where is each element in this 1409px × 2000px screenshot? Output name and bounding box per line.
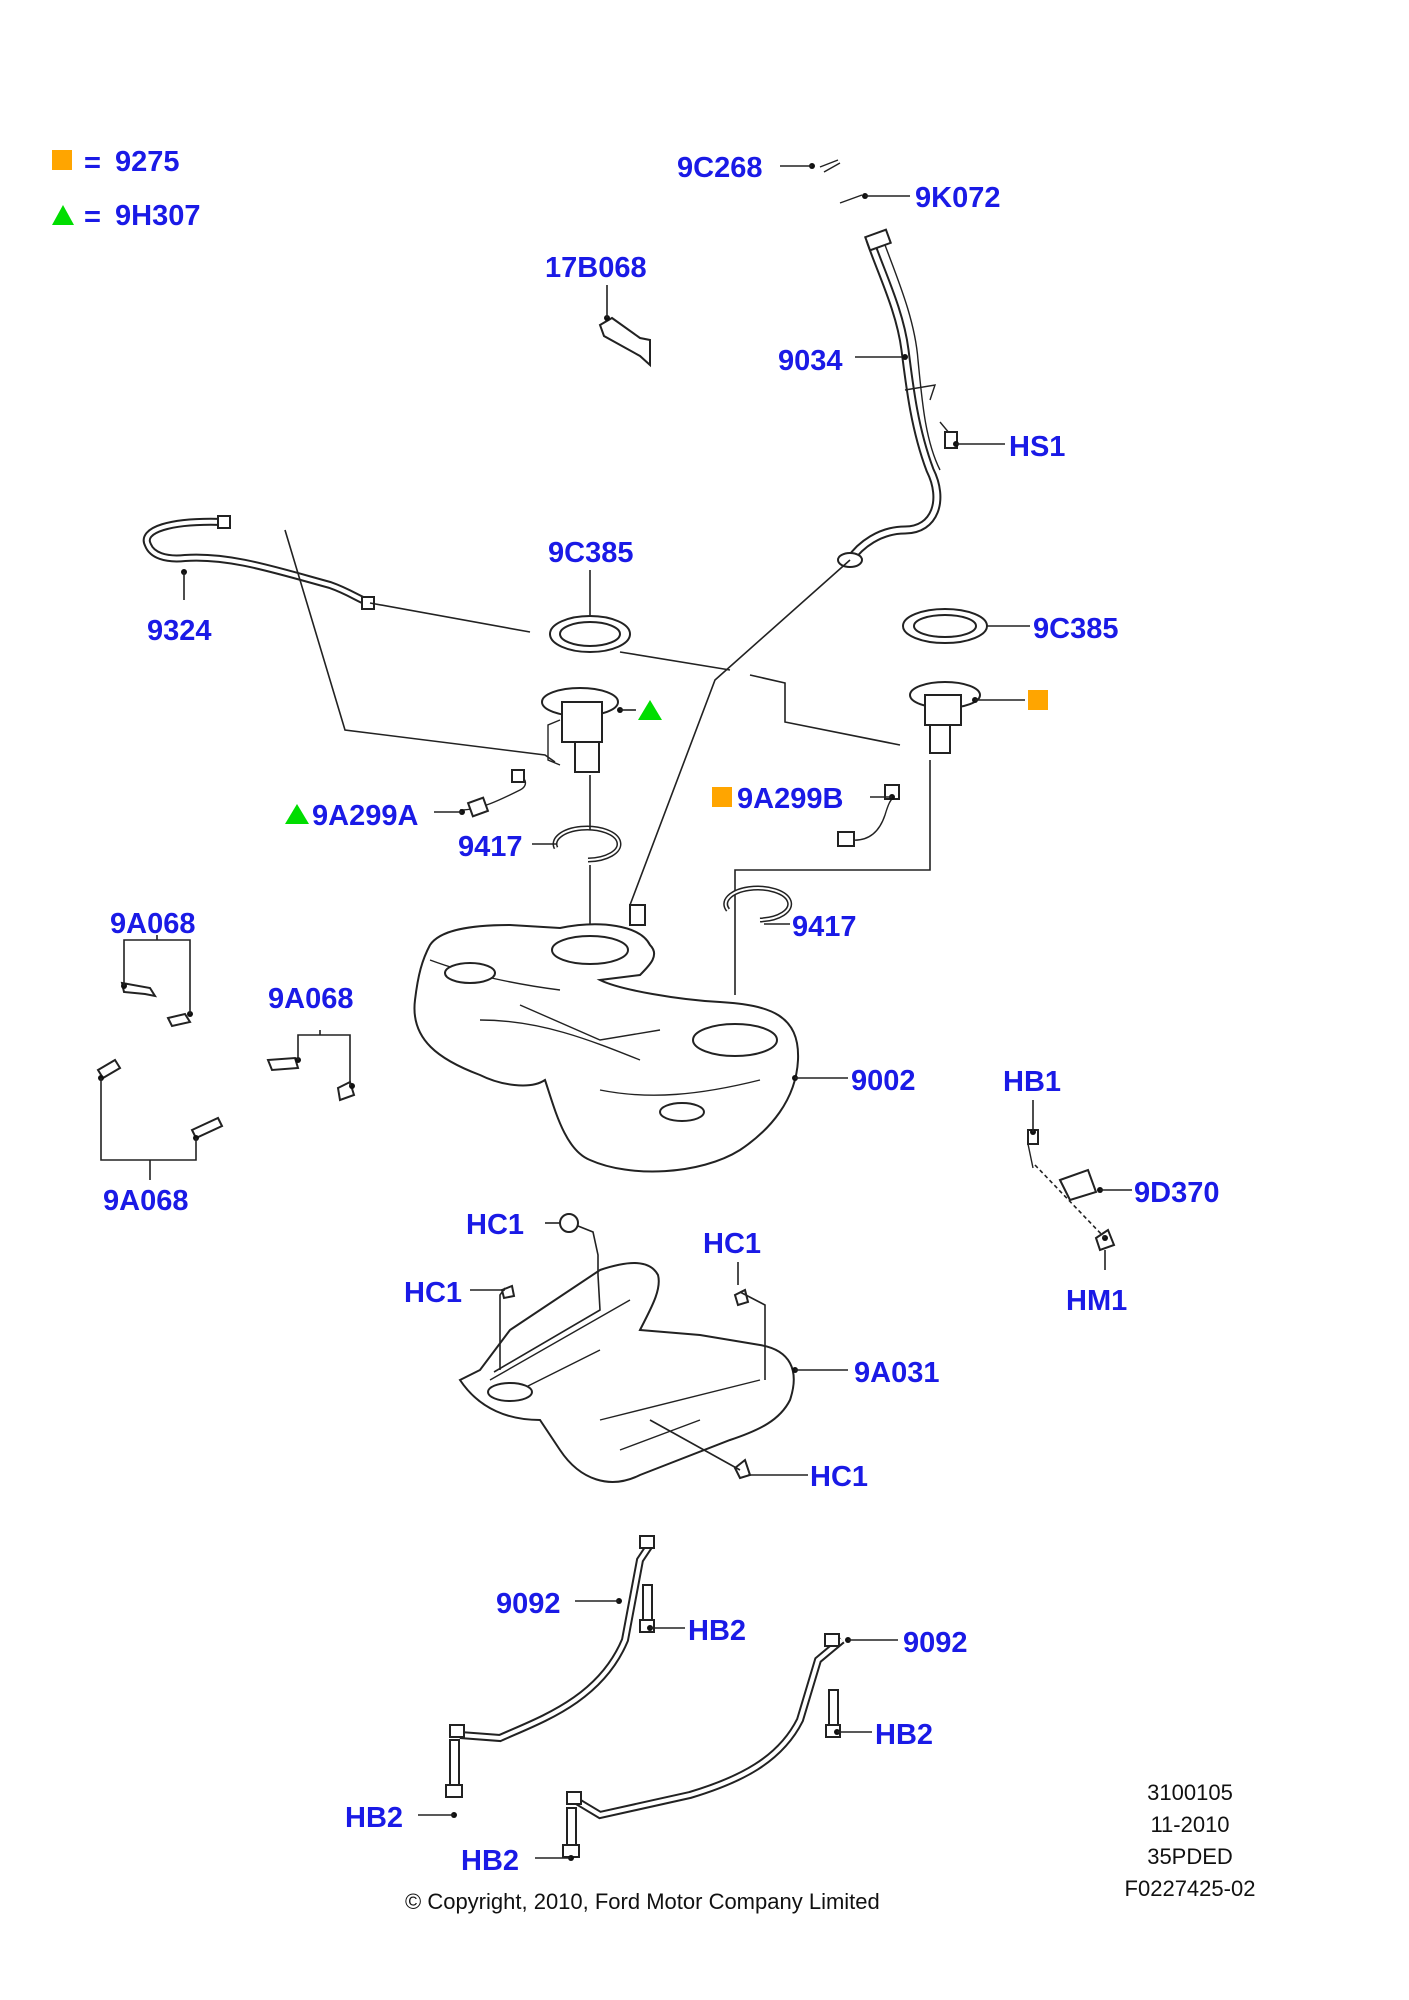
sender-9A299B-part [837, 784, 900, 847]
triangle-marker-9A299A-icon [285, 804, 309, 824]
legend-triangle-equals: = [84, 201, 101, 233]
callout-9C268[interactable]: 9C268 [677, 152, 762, 184]
fuel-pump-right-part [909, 681, 981, 754]
callout-9092-right[interactable]: 9092 [903, 1627, 968, 1659]
ref-date: 11-2010 [1150, 1812, 1229, 1837]
cap-9C268-part [809, 159, 841, 173]
bolt-HB2-a-part [639, 1584, 655, 1633]
fuel-tank-9002-part [413, 904, 800, 1173]
legend-triangle-code: 9H307 [115, 200, 200, 232]
callout-9C385-left[interactable]: 9C385 [548, 537, 633, 569]
fuel-pump-left-part [541, 687, 623, 773]
callout-HB2-d[interactable]: HB2 [461, 1845, 519, 1877]
callout-9324[interactable]: 9324 [147, 615, 212, 647]
clips-9A068-c-part [96, 1058, 224, 1141]
callout-HM1[interactable]: HM1 [1066, 1285, 1127, 1317]
callout-9A068-c[interactable]: 9A068 [103, 1185, 188, 1217]
legend-square-code: 9275 [115, 146, 180, 178]
bracket-17B068-part [598, 315, 651, 368]
sender-9A299A-part [459, 769, 527, 818]
callout-HB2-b[interactable]: HB2 [875, 1719, 933, 1751]
strap-9092-right-part [566, 1633, 851, 1820]
legend-square-equals: = [84, 147, 101, 179]
callout-HC1-c[interactable]: HC1 [703, 1228, 761, 1260]
square-marker-9A299B-icon [712, 787, 732, 807]
clips-9A068-a-part [120, 981, 193, 1028]
bolt-HB2-d-part [562, 1807, 580, 1861]
bracket-fasteners-part [1027, 1129, 1116, 1252]
ref-number: 3100105 [1147, 1780, 1233, 1805]
callout-9A299B[interactable]: 9A299B [737, 783, 843, 815]
square-marker-pump-icon [1028, 690, 1048, 710]
callout-9034[interactable]: 9034 [778, 345, 843, 377]
triangle-marker-icon [52, 205, 74, 225]
square-marker-icon [52, 150, 72, 170]
tether-9K072-part [839, 193, 868, 204]
strap-9092-left-part [449, 1535, 655, 1743]
callout-9D370[interactable]: 9D370 [1134, 1177, 1219, 1209]
callout-9A299A[interactable]: 9A299A [312, 800, 418, 832]
callout-9K072[interactable]: 9K072 [915, 182, 1000, 214]
callout-HB2-a[interactable]: HB2 [688, 1615, 746, 1647]
triangle-marker-pump-icon [638, 700, 662, 720]
callout-9A068-b[interactable]: 9A068 [268, 983, 353, 1015]
callout-9092-left[interactable]: 9092 [496, 1588, 561, 1620]
callout-9002[interactable]: 9002 [851, 1065, 916, 1097]
bolt-HB2-b-part [825, 1689, 841, 1738]
hose-9324-drawing [142, 515, 375, 610]
seal-9C385-left-part [549, 615, 631, 653]
callout-9417-right[interactable]: 9417 [792, 911, 857, 943]
bolt-HB2-c-part [445, 1739, 463, 1818]
callout-HB1[interactable]: HB1 [1003, 1066, 1061, 1098]
leader-hose-to-pump [284, 529, 556, 763]
ref-code: 35PDED [1147, 1844, 1233, 1869]
callout-HC1-b[interactable]: HC1 [404, 1277, 462, 1309]
copyright-text: © Copyright, 2010, Ford Motor Company Li… [405, 1889, 880, 1914]
clips-9A068-b-part [266, 1056, 356, 1102]
ring-9417-left-part [552, 825, 622, 863]
ref-figure: F0227425-02 [1125, 1876, 1256, 1901]
callout-9C385-right[interactable]: 9C385 [1033, 613, 1118, 645]
callout-HS1[interactable]: HS1 [1009, 431, 1065, 463]
callout-HC1-a[interactable]: HC1 [466, 1209, 524, 1241]
callout-17B068[interactable]: 17B068 [545, 252, 647, 284]
callout-HB2-c[interactable]: HB2 [345, 1802, 403, 1834]
callout-HC1-d[interactable]: HC1 [810, 1461, 868, 1493]
filler-pipe-drawing [837, 228, 942, 568]
callout-9A031[interactable]: 9A031 [854, 1357, 939, 1389]
ring-9417-right-part [723, 885, 793, 923]
legend: = 9275 = 9H307 [52, 146, 200, 233]
seal-9C385-right-part [902, 608, 988, 644]
callout-9417-left[interactable]: 9417 [458, 831, 523, 863]
callout-9A068-a[interactable]: 9A068 [110, 908, 195, 940]
